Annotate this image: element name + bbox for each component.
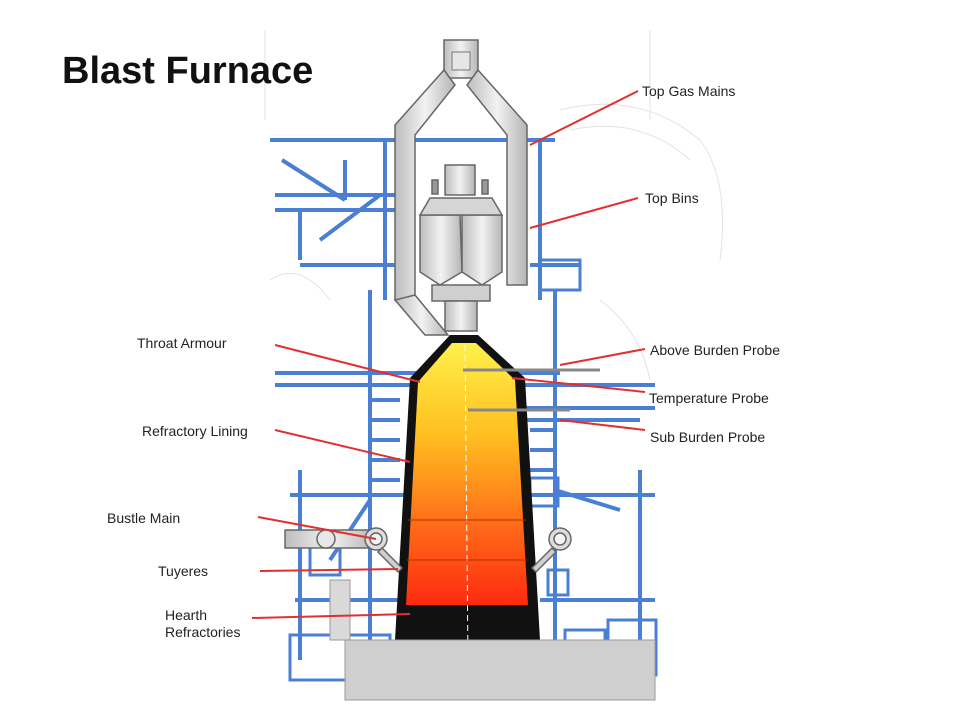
label-hearth-refractories: Hearth Refractories: [165, 607, 241, 640]
label-above-burden-probe: Above Burden Probe: [650, 342, 780, 358]
foundation: [329, 579, 656, 701]
label-tuyeres: Tuyeres: [158, 563, 209, 579]
label-top-bins: Top Bins: [645, 190, 699, 206]
label-top-gas-mains: Top Gas Mains: [642, 83, 736, 99]
label-bustle-main: Bustle Main: [107, 510, 181, 526]
label-throat-armour: Throat Armour: [137, 335, 227, 351]
furnace-body: [395, 335, 600, 661]
background-sketch: [264, 30, 723, 381]
top-gas-mains: [393, 39, 528, 336]
leader-lines: [251, 90, 646, 619]
page-title: Blast Furnace: [62, 50, 314, 92]
label-temperature-probe: Temperature Probe: [649, 390, 769, 406]
label-refractory-lining: Refractory Lining: [142, 423, 248, 439]
top-bins: [418, 164, 504, 332]
label-sub-burden-probe: Sub Burden Probe: [650, 429, 766, 445]
